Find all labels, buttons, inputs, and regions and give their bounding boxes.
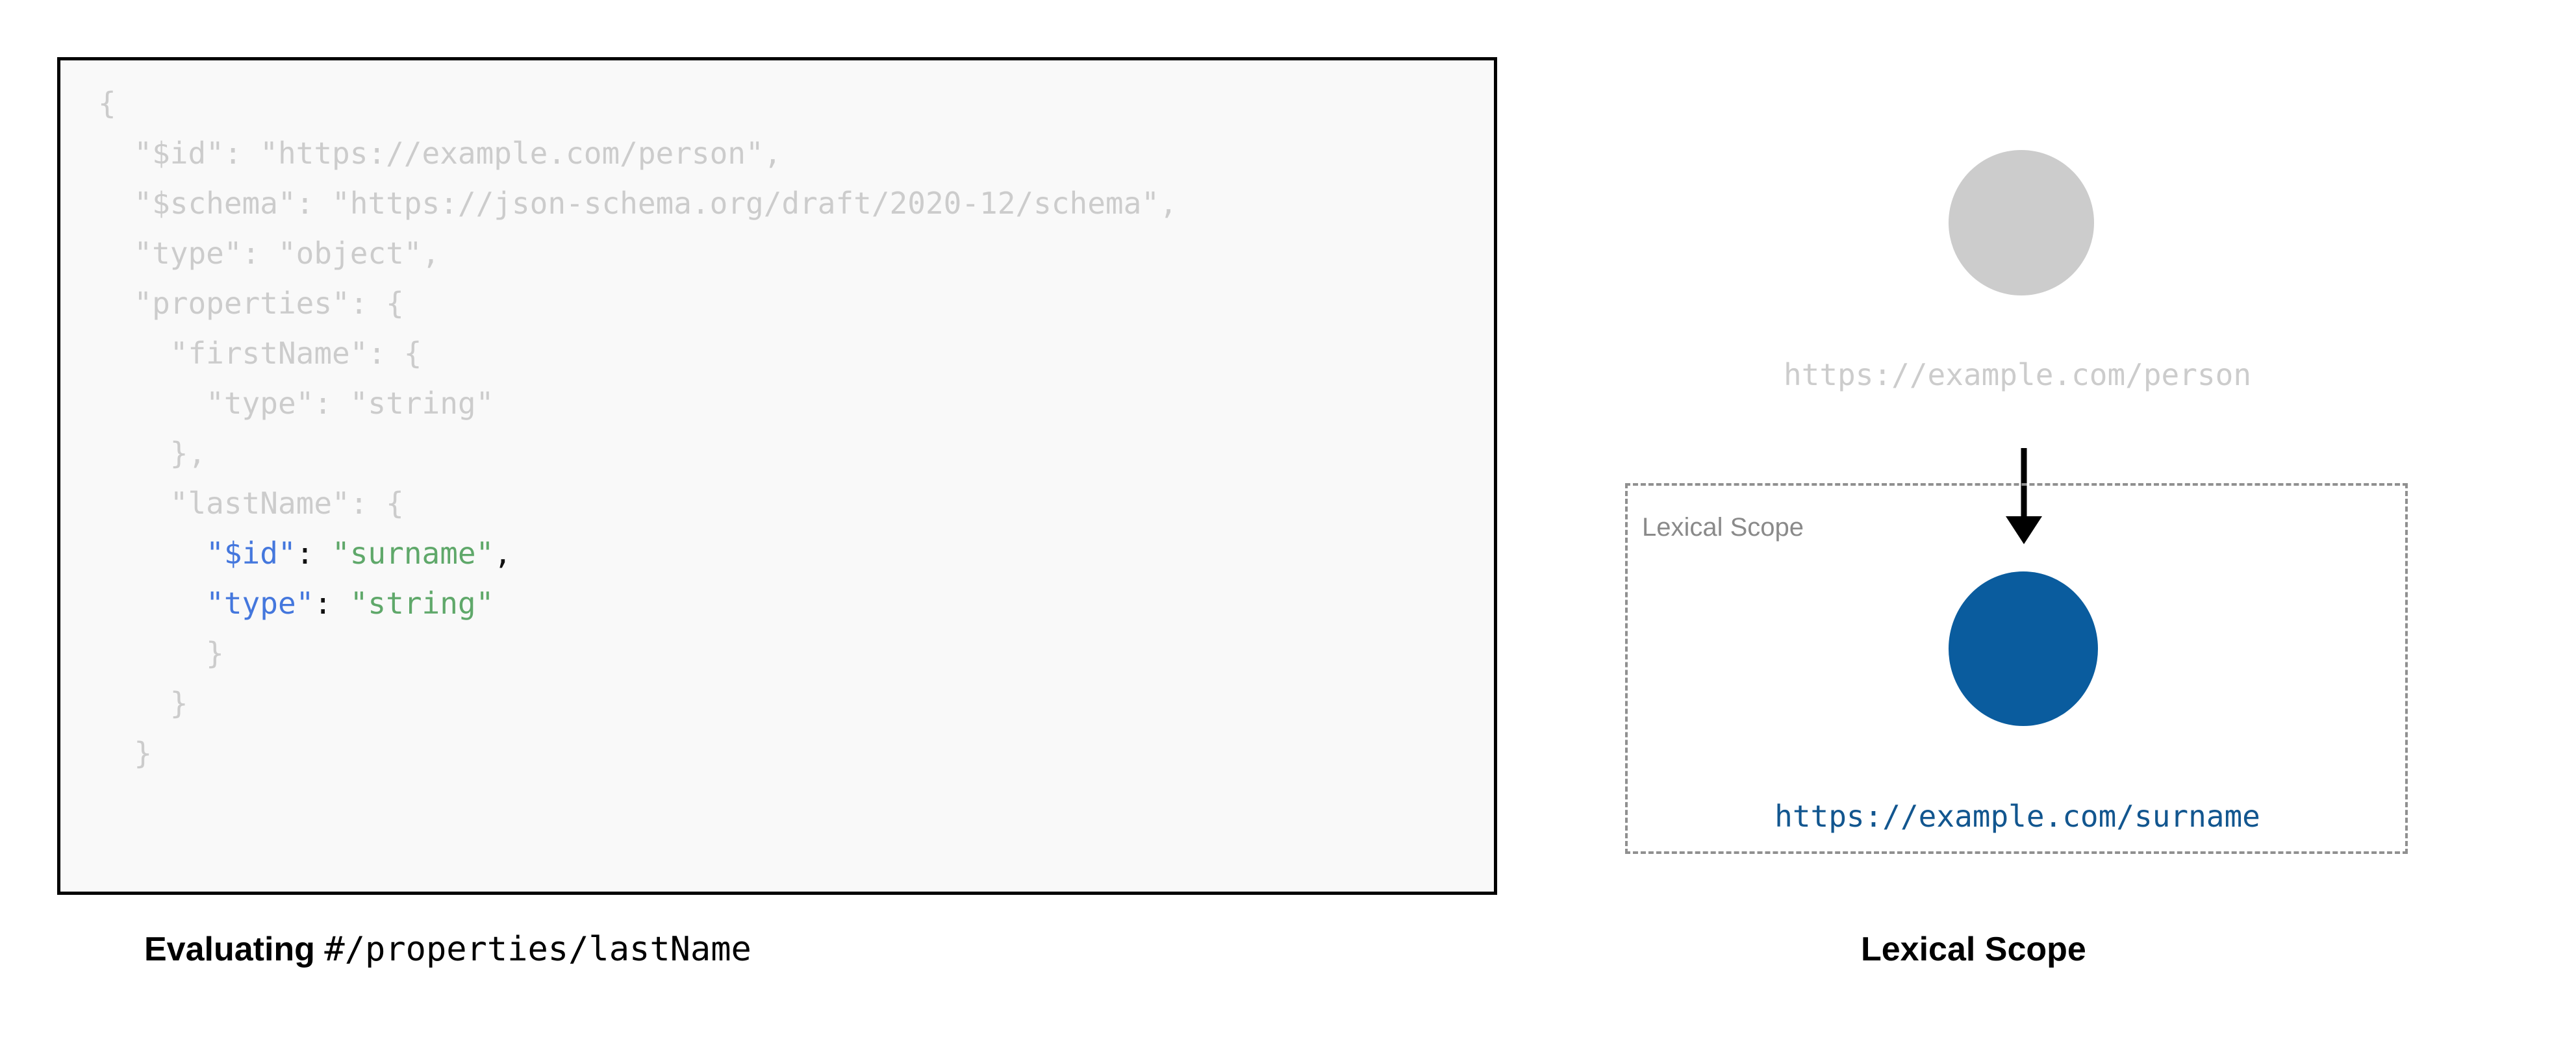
code-token: { [98, 86, 116, 121]
code-token: , [494, 536, 512, 571]
node-circle-surname [1949, 571, 2098, 726]
code-token: "firstName": { [170, 336, 422, 371]
code-token: "lastName": { [170, 486, 404, 521]
code-token: } [170, 686, 188, 721]
node-label-surname-text: https://example.com/surname [1774, 799, 2260, 834]
code-line: "$schema": "https://json-schema.org/draf… [98, 179, 1178, 229]
code-token: } [206, 636, 224, 671]
code-line: "type": "string" [98, 379, 1178, 429]
code-line: "type": "object", [98, 229, 1178, 279]
caption-evaluating-label: Evaluating [144, 931, 315, 968]
caption-evaluating-pointer: #/properties/lastName [324, 930, 751, 969]
node-label-surname: https://example.com/surname [1559, 799, 2484, 834]
lexical-scope-boundary [1625, 483, 2408, 854]
code-line: "type": "string" [98, 579, 1178, 629]
code-token: } [134, 736, 153, 771]
code-token: "type": "object", [134, 236, 440, 271]
code-line: "$id": "https://example.com/person", [98, 129, 1178, 179]
code-token: "type": "string" [206, 386, 494, 421]
code-token: "string" [349, 586, 494, 621]
code-listing: { "$id": "https://example.com/person", "… [98, 79, 1178, 779]
caption-lexical-scope-label: Lexical Scope [1861, 931, 2086, 968]
lexical-scope-boundary-label: Lexical Scope [1642, 513, 1804, 542]
node-label-person-text: https://example.com/person [1783, 357, 2252, 392]
code-token: }, [170, 436, 207, 471]
code-token: "$id": "https://example.com/person", [134, 136, 782, 171]
code-line: "firstName": { [98, 329, 1178, 379]
node-label-person: https://example.com/person [1559, 357, 2484, 392]
code-line: "properties": { [98, 279, 1178, 329]
code-token: : [314, 586, 350, 621]
caption-evaluating: Evaluating #/properties/lastName [144, 930, 751, 969]
code-token: "$id" [206, 536, 296, 571]
code-token: "$schema": "https://json-schema.org/draf… [134, 186, 1178, 221]
code-line: } [98, 729, 1178, 779]
code-token: "surname" [332, 536, 494, 571]
code-line: }, [98, 429, 1178, 479]
code-line: } [98, 679, 1178, 729]
code-line: "$id": "surname", [98, 529, 1178, 579]
code-token: "properties": { [134, 286, 404, 321]
code-line: { [98, 79, 1178, 129]
lexical-scope-diagram: https://example.com/person Lexical Scope… [1559, 39, 2501, 903]
code-line: } [98, 629, 1178, 679]
node-circle-person [1949, 150, 2094, 295]
code-token: "type" [206, 586, 314, 621]
code-line: "lastName": { [98, 479, 1178, 529]
caption-lexical-scope: Lexical Scope [1861, 930, 2086, 969]
code-token: : [296, 536, 333, 571]
schema-code-panel: { "$id": "https://example.com/person", "… [57, 57, 1497, 895]
